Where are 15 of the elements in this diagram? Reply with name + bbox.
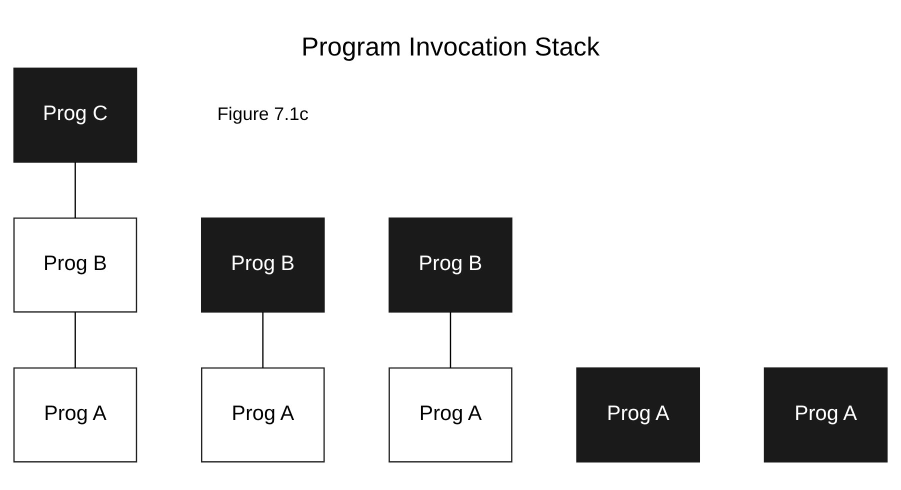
node-box: Prog A — [576, 366, 700, 462]
node-box: Prog A — [388, 366, 512, 462]
connector — [74, 162, 76, 218]
label: Figure 7.1c — [217, 102, 308, 124]
diagram-title: Program Invocation Stack — [301, 30, 600, 61]
node-box: Prog B — [13, 216, 138, 312]
node-box: Prog A — [764, 366, 888, 462]
node-box: Prog A — [200, 366, 325, 462]
node-box: Prog C — [13, 67, 138, 162]
connector — [262, 312, 264, 368]
node-box: Prog B — [388, 216, 512, 312]
node-box: Prog A — [13, 366, 138, 462]
connector — [450, 312, 452, 368]
connector — [74, 312, 76, 368]
node-box: Prog B — [200, 216, 325, 312]
